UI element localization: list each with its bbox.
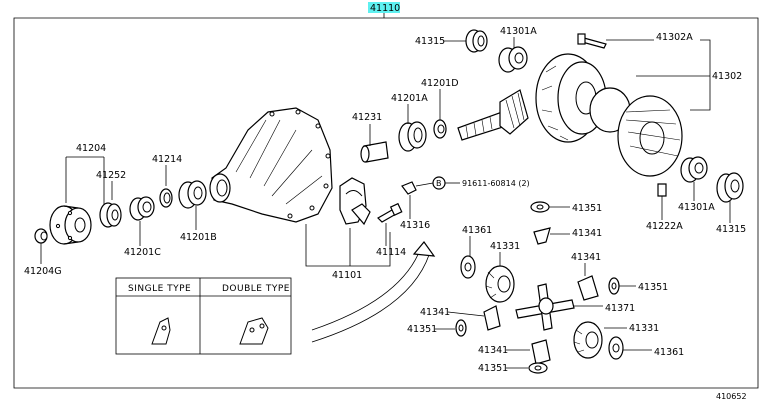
bearing-cap bbox=[339, 177, 371, 226]
ring-gear-bolt bbox=[577, 33, 607, 49]
label-41341-d[interactable]: 41341 bbox=[478, 345, 508, 356]
oil-seal bbox=[99, 202, 122, 228]
inset-double-type: DOUBLE TYPE bbox=[222, 284, 290, 294]
pinion-gear-2 bbox=[577, 275, 599, 301]
label-41341-b[interactable]: 41341 bbox=[571, 252, 601, 263]
adjusting-nut-bottom bbox=[716, 172, 744, 203]
thrust-washer-2 bbox=[608, 277, 620, 295]
label-41114[interactable]: 41114 bbox=[376, 247, 406, 258]
label-41351-d[interactable]: 41351 bbox=[478, 363, 508, 374]
label-41351-b[interactable]: 41351 bbox=[638, 282, 668, 293]
spacer-ring bbox=[159, 188, 173, 208]
pinion-bearing-inner bbox=[398, 121, 427, 152]
diagram-frame bbox=[13, 17, 759, 389]
label-91611[interactable]: 91611-60814 (2) bbox=[462, 179, 530, 188]
label-41302a[interactable]: 41302A bbox=[656, 32, 693, 43]
adjusting-lock bbox=[401, 181, 417, 195]
label-41351-a[interactable]: 41351 bbox=[572, 203, 602, 214]
label-41222a[interactable]: 41222A bbox=[646, 221, 683, 232]
assembly-number[interactable]: 41110 bbox=[370, 3, 400, 14]
side-bearing-top bbox=[498, 46, 528, 73]
pinion-shaft bbox=[515, 283, 575, 331]
label-41361-a[interactable]: 41361 bbox=[462, 225, 492, 236]
differential-carrier bbox=[209, 107, 333, 223]
label-41331-a[interactable]: 41331 bbox=[490, 241, 520, 252]
thrust-washer-1 bbox=[530, 201, 550, 213]
thrust-washer-4 bbox=[528, 362, 548, 374]
label-41315-bottom[interactable]: 41315 bbox=[716, 224, 746, 235]
marker-b: B bbox=[436, 179, 442, 188]
adjusting-nut-top bbox=[465, 29, 488, 53]
label-41341-c[interactable]: 41341 bbox=[420, 307, 450, 318]
label-41201c[interactable]: 41201C bbox=[124, 247, 161, 258]
label-41101[interactable]: 41101 bbox=[332, 270, 362, 281]
case-pin bbox=[657, 183, 667, 197]
side-washer-1 bbox=[460, 255, 476, 279]
companion-flange bbox=[49, 205, 92, 245]
side-gear-2 bbox=[573, 321, 603, 359]
inset-single-type: SINGLE TYPE bbox=[128, 284, 191, 294]
label-41201d[interactable]: 41201D bbox=[421, 78, 459, 89]
assembly-highlight bbox=[368, 2, 400, 13]
label-41231[interactable]: 41231 bbox=[352, 112, 382, 123]
label-41214[interactable]: 41214 bbox=[152, 154, 182, 165]
pinion-bearing-front bbox=[129, 196, 155, 221]
label-41252[interactable]: 41252 bbox=[96, 170, 126, 181]
footer-code: 410652 bbox=[716, 392, 747, 401]
label-41201b[interactable]: 41201B bbox=[180, 232, 217, 243]
label-41201a[interactable]: 41201A bbox=[391, 93, 428, 104]
label-41371[interactable]: 41371 bbox=[605, 303, 635, 314]
mounting-type-inset: SINGLE TYPE DOUBLE TYPE bbox=[115, 277, 292, 355]
label-41316[interactable]: 41316 bbox=[400, 220, 430, 231]
label-41331-b[interactable]: 41331 bbox=[629, 323, 659, 334]
drive-pinion bbox=[457, 89, 529, 141]
side-gear-1 bbox=[485, 265, 515, 303]
label-41315-top[interactable]: 41315 bbox=[415, 36, 445, 47]
pinion-gear-1 bbox=[533, 227, 551, 245]
direction-arrow bbox=[311, 249, 431, 343]
cap-bolt bbox=[377, 202, 403, 223]
flange-nut bbox=[34, 228, 48, 244]
pinion-spacer bbox=[360, 141, 389, 163]
label-41302[interactable]: 41302 bbox=[712, 71, 742, 82]
pinion-washer bbox=[433, 119, 447, 139]
pinion-gear-4 bbox=[531, 339, 551, 365]
label-41341-a[interactable]: 41341 bbox=[572, 228, 602, 239]
side-bearing-bottom bbox=[680, 156, 708, 183]
pinion-gear-3 bbox=[483, 305, 501, 331]
thrust-washer-3 bbox=[455, 319, 467, 337]
label-41351-c[interactable]: 41351 bbox=[407, 324, 437, 335]
side-washer-2 bbox=[608, 336, 624, 360]
pinion-bearing-rear bbox=[178, 180, 207, 209]
label-41301a-bottom[interactable]: 41301A bbox=[678, 202, 715, 213]
label-41204g[interactable]: 41204G bbox=[24, 266, 62, 277]
differential-case bbox=[589, 87, 683, 177]
label-41204[interactable]: 41204 bbox=[76, 143, 106, 154]
ring-gear bbox=[535, 53, 607, 143]
label-41301a-top[interactable]: 41301A bbox=[500, 26, 537, 37]
label-41361-b[interactable]: 41361 bbox=[654, 347, 684, 358]
